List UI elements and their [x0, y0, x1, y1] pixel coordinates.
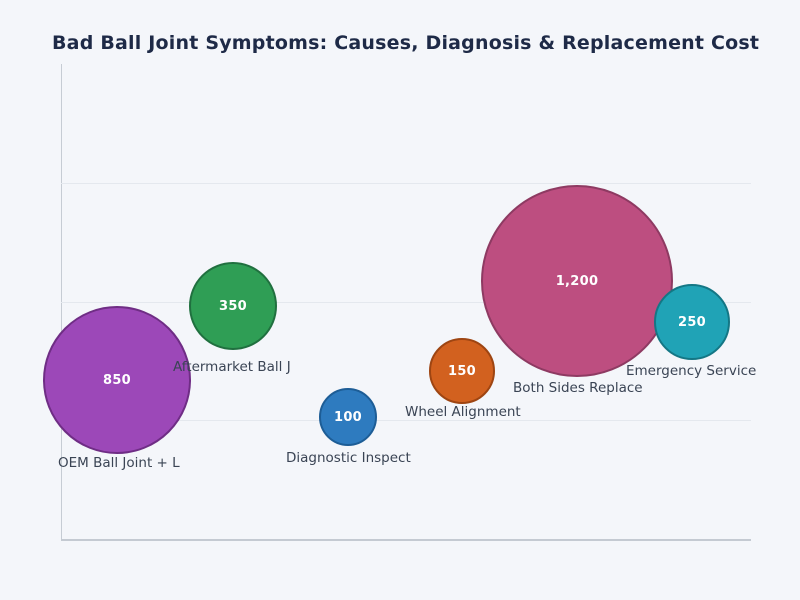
horizontal-gridline — [61, 420, 751, 421]
bubble-both-sides-replace: 1,200 — [481, 185, 673, 377]
horizontal-gridline — [61, 302, 751, 303]
bubble-wheel-alignment: 150 — [429, 338, 495, 404]
bubble-value-label: 350 — [218, 298, 248, 314]
bubble-aftermarket-ball-joint: 350 — [189, 262, 277, 350]
bubble-emergency-service: 250 — [654, 284, 730, 360]
x-axis-line — [61, 539, 751, 541]
bubble-oem-ball-joint: 850 — [43, 306, 191, 454]
horizontal-gridline — [61, 183, 751, 184]
bubble-value-label: 850 — [102, 372, 132, 388]
chart-title: Bad Ball Joint Symptoms: Causes, Diagnos… — [52, 31, 760, 54]
category-label-wheel-alignment: Wheel Alignment — [405, 404, 521, 420]
bubble-value-label: 1,200 — [555, 273, 599, 289]
category-label-aftermarket-ball-joint: Aftermarket Ball J — [173, 359, 291, 375]
category-label-diagnostic-inspect: Diagnostic Inspect — [286, 450, 411, 466]
bubble-value-label: 150 — [447, 363, 477, 379]
bubble-value-label: 250 — [677, 314, 707, 330]
bubble-value-label: 100 — [333, 409, 363, 425]
category-label-oem-ball-joint: OEM Ball Joint + L — [58, 455, 180, 471]
category-label-both-sides-replace: Both Sides Replace — [513, 380, 643, 396]
bubble-diagnostic-inspect: 100 — [319, 388, 377, 446]
category-label-emergency-service: Emergency Service — [626, 363, 757, 379]
